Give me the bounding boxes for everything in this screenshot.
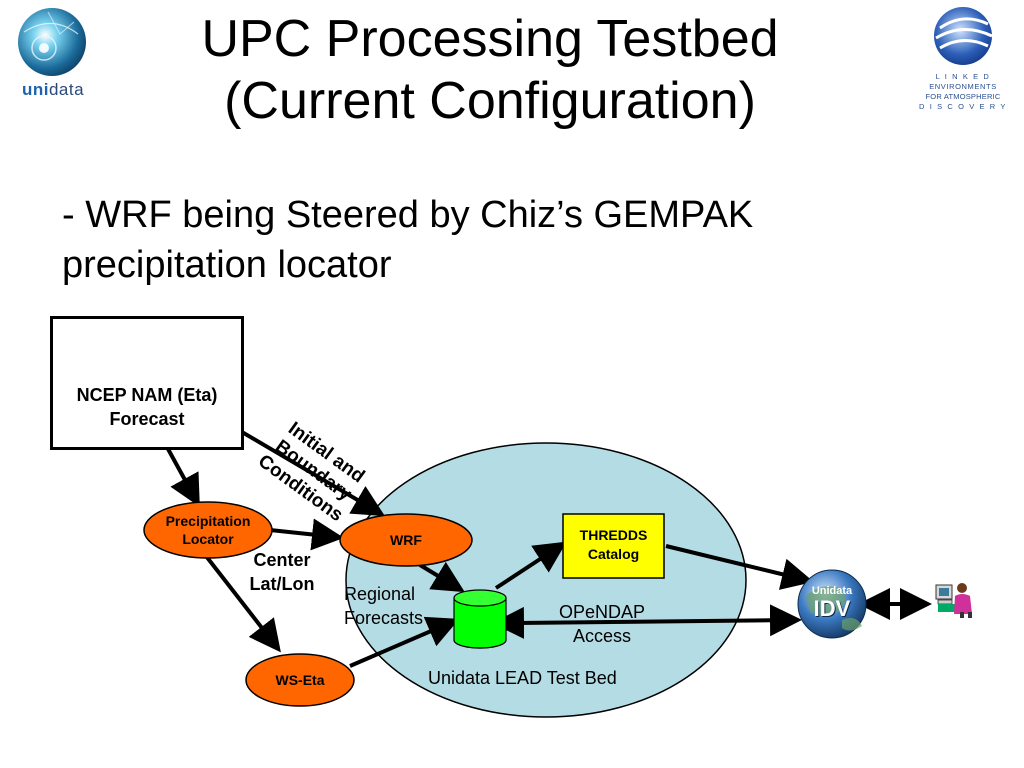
ws-eta-node [245, 653, 355, 707]
title-line-1: UPC Processing Testbed [201, 10, 779, 68]
arrow-precip-to-wrf [269, 518, 344, 551]
lead-line-2: ENVIRONMENTS [929, 82, 997, 91]
unidata-wordmark: unidata [21, 80, 85, 99]
testbed-label: Unidata LEAD Test Bed [428, 668, 617, 688]
arrow-db-idv-bidirectional [492, 604, 802, 639]
testbed-region [345, 442, 747, 718]
wrf-node [339, 513, 473, 567]
bullet-line-1: - WRF being Steered by Chiz’s GEMPAK [62, 194, 754, 236]
thredds-node [562, 513, 665, 579]
bullet-text: - WRF being Steered by Chiz’s GEMPAK pre… [62, 190, 922, 290]
database-icon [453, 589, 507, 649]
lead-line-1: L I N K E D [935, 72, 991, 81]
arrow-wseta-to-db [349, 616, 460, 668]
lead-logo-icon: L I N K E D ENVIRONMENTS FOR ATMOSPHERIC… [910, 4, 1016, 114]
ws-eta-label: WS-Eta [275, 672, 325, 688]
regional-forecasts-label: Regional Forecasts [344, 584, 424, 628]
lead-line-4: D I S C O V E R Y [919, 102, 1007, 111]
slide-title: UPC Processing Testbed (Current Configur… [140, 8, 840, 132]
idv-label: Unidata IDV [811, 585, 853, 621]
arrow-db-to-thredds [494, 541, 567, 590]
arrow-thredds-to-idv [665, 544, 814, 590]
user-at-computer-icon [935, 583, 972, 618]
bullet-line-2: precipitation locator [62, 244, 392, 286]
ncep-nam-label: NCEP NAM (Eta) Forecast [76, 385, 218, 429]
center-latlon-label: Center Lat/Lon [249, 550, 315, 594]
ncep-nam-node: NCEP NAM (Eta) Forecast [50, 316, 244, 450]
lead-line-3: FOR ATMOSPHERIC [925, 92, 1001, 101]
title-line-2: (Current Configuration) [224, 72, 756, 130]
arrow-wrf-to-db [418, 561, 465, 593]
precip-locator-label: Precipitation Locator [165, 513, 251, 547]
wrf-label: WRF [390, 532, 422, 548]
precip-locator-node [143, 501, 273, 559]
idv-globe-icon [797, 569, 867, 639]
arrow-precip-to-wseta [204, 554, 281, 653]
thredds-label: THREDDS Catalog [579, 527, 648, 562]
unidata-logo-icon: unidata [8, 4, 98, 100]
opendap-access-label: OPeNDAP Access [558, 602, 646, 646]
